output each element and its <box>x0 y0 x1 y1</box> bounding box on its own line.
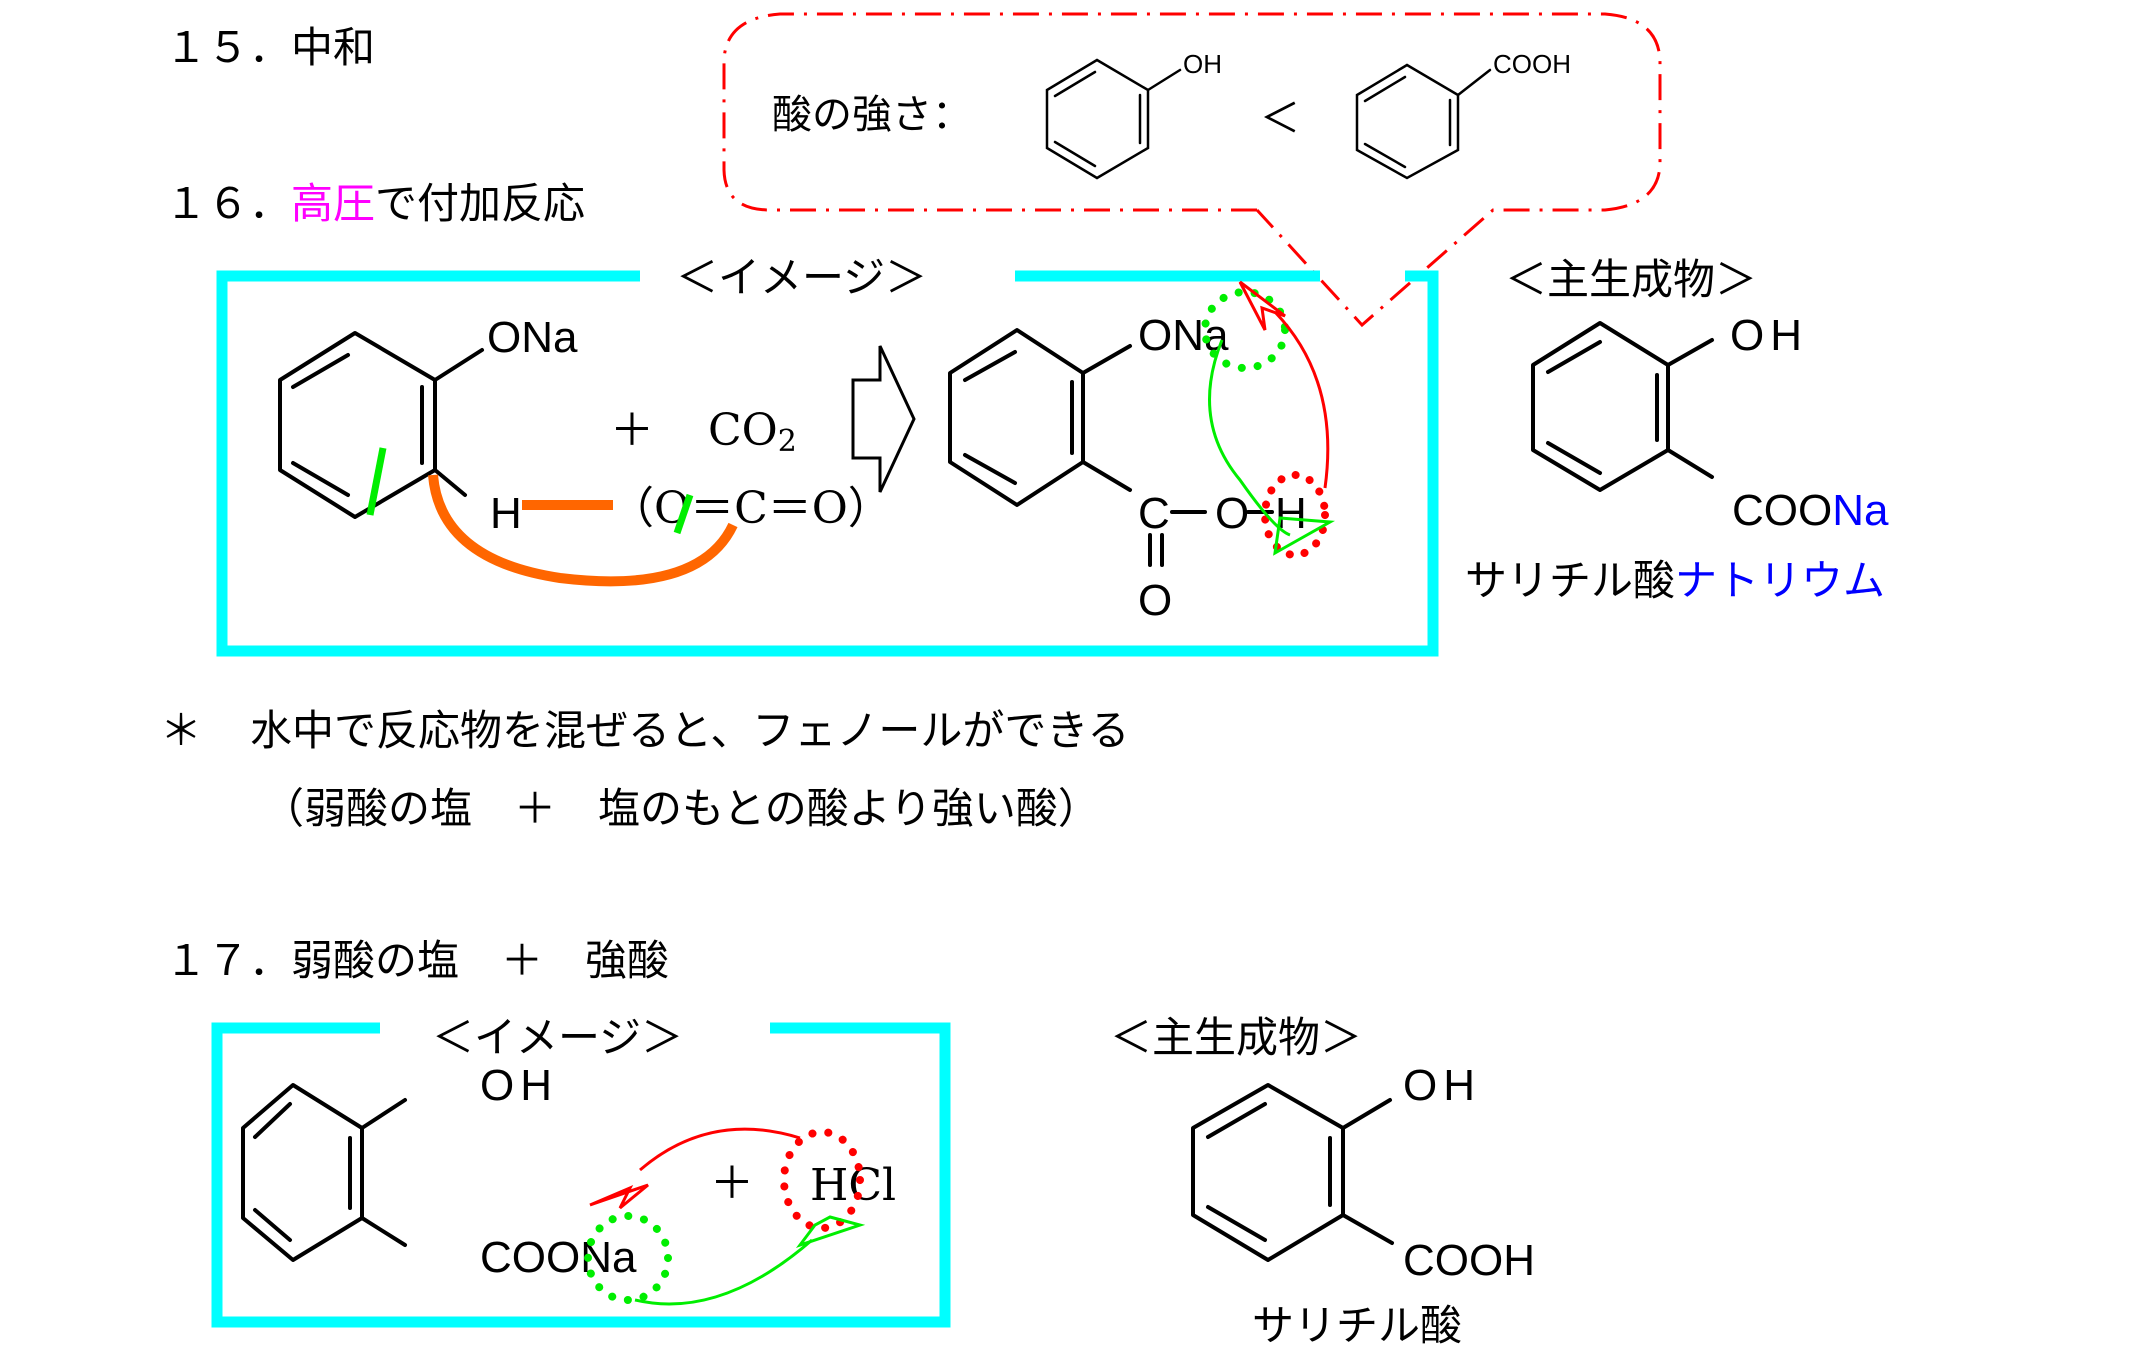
product17-name: サリチル酸 <box>1252 1301 1462 1350</box>
intermediate-carbonyl-o: O <box>1138 576 1172 625</box>
section-16-highlight: 高圧 <box>291 179 375 228</box>
note-line-1: 水中で反応物を混ぜると、フェノールができる <box>250 706 1129 755</box>
phenol-oh-label: OH <box>1183 49 1222 79</box>
salicylic-cooh-label: COOH <box>1403 1236 1535 1285</box>
section-15-heading: １５．中和 <box>165 23 375 72</box>
compare-symbol: ＜ <box>1260 96 1300 142</box>
phenoxide-ona-label: ONa <box>487 313 578 362</box>
section-16-title: で付加反応 <box>375 179 585 228</box>
benzoic-cooh-label: COOH <box>1493 49 1571 79</box>
red-dotted-h-circle <box>1261 471 1329 559</box>
product17-label: ＜主生成物＞ <box>1110 1013 1362 1062</box>
green-dotted-na-circle <box>1201 288 1289 372</box>
reaction16-image-box: ＜イメージ＞ ONa H ＋ CO2 （O＝C＝O） <box>216 253 1439 657</box>
box1-image-label: ＜イメージ＞ <box>676 253 927 302</box>
plus-sign-16: ＋ <box>610 405 654 456</box>
section-15-title: 中和 <box>291 23 375 72</box>
reaction-arrow-icon <box>851 345 916 493</box>
sodium-salicylate-structure: OH COONa <box>1531 311 1889 535</box>
red-dotted-h-circle-17 <box>780 1128 864 1232</box>
co2-structure: （O＝C＝O） <box>610 483 892 534</box>
sodium-salicylate-reactant: OH COONa <box>241 1061 637 1282</box>
product16-label: ＜主生成物＞ <box>1505 255 1757 304</box>
green-arrow-na-to-cl-17 <box>634 1238 813 1306</box>
reactant17-coona-label: COONa <box>480 1233 637 1282</box>
green-dotted-na-circle-17 <box>584 1212 672 1304</box>
green-arrow-na-to-h <box>1208 339 1291 537</box>
reactant17-oh-label: OH <box>480 1061 558 1110</box>
intermediate-c-label: C <box>1138 489 1170 538</box>
box1-frame <box>216 270 1439 657</box>
orange-bond-arc <box>428 474 738 587</box>
callout-label: 酸の強さ： <box>772 92 972 138</box>
salicylate-coona-label: COONa <box>1732 486 1889 535</box>
green-break-co <box>673 493 694 535</box>
green-break-ch <box>366 447 387 516</box>
section-16-heading: １６．高圧で付加反応 <box>165 179 585 228</box>
salicylic-acid-structure: OH COOH <box>1191 1061 1535 1285</box>
section-17-number: １７． <box>165 936 291 985</box>
section-17-heading: １７．弱酸の塩 ＋ 強酸 <box>165 936 669 985</box>
note-line-2: （弱酸の塩 ＋ 塩のもとの酸より強い酸） <box>262 784 1100 833</box>
hcl-label: HCl <box>810 1160 896 1211</box>
co2-formula: CO2 <box>708 405 797 459</box>
box2-frame <box>211 1022 951 1328</box>
phenol-structure: OH <box>1045 49 1222 180</box>
note-bullet: ＊ <box>160 706 202 755</box>
reaction17-image-box: ＜イメージ＞ OH COONa ＋ HCl <box>211 1013 951 1328</box>
salicylate-oh-label: OH <box>1730 311 1808 360</box>
phenoxide-h-label: H <box>490 489 522 538</box>
salicylic-oh-label: OH <box>1403 1061 1481 1110</box>
red-arrow-h-to-na-17 <box>639 1127 801 1172</box>
section-17-title: 弱酸の塩 ＋ 強酸 <box>291 936 669 985</box>
callout-border <box>722 12 1662 328</box>
section-15-number: １５． <box>165 23 291 72</box>
intermediate-h-label: H <box>1275 489 1307 538</box>
plus-sign-17: ＋ <box>710 1158 754 1209</box>
intermediate-structure: ONa C O H O <box>948 311 1307 625</box>
benzoic-acid-structure: COOH <box>1355 49 1571 180</box>
intermediate-o-label: O <box>1215 489 1249 538</box>
section-16-number: １６． <box>165 179 291 228</box>
acid-strength-callout: 酸の強さ： OH ＜ COOH <box>722 12 1662 328</box>
product16-name: サリチル酸ナトリウム <box>1465 556 1885 605</box>
red-arrow-h-to-na <box>1273 310 1330 489</box>
sodium-phenoxide-structure: ONa H <box>278 313 578 538</box>
box2-image-label: ＜イメージ＞ <box>432 1013 683 1062</box>
